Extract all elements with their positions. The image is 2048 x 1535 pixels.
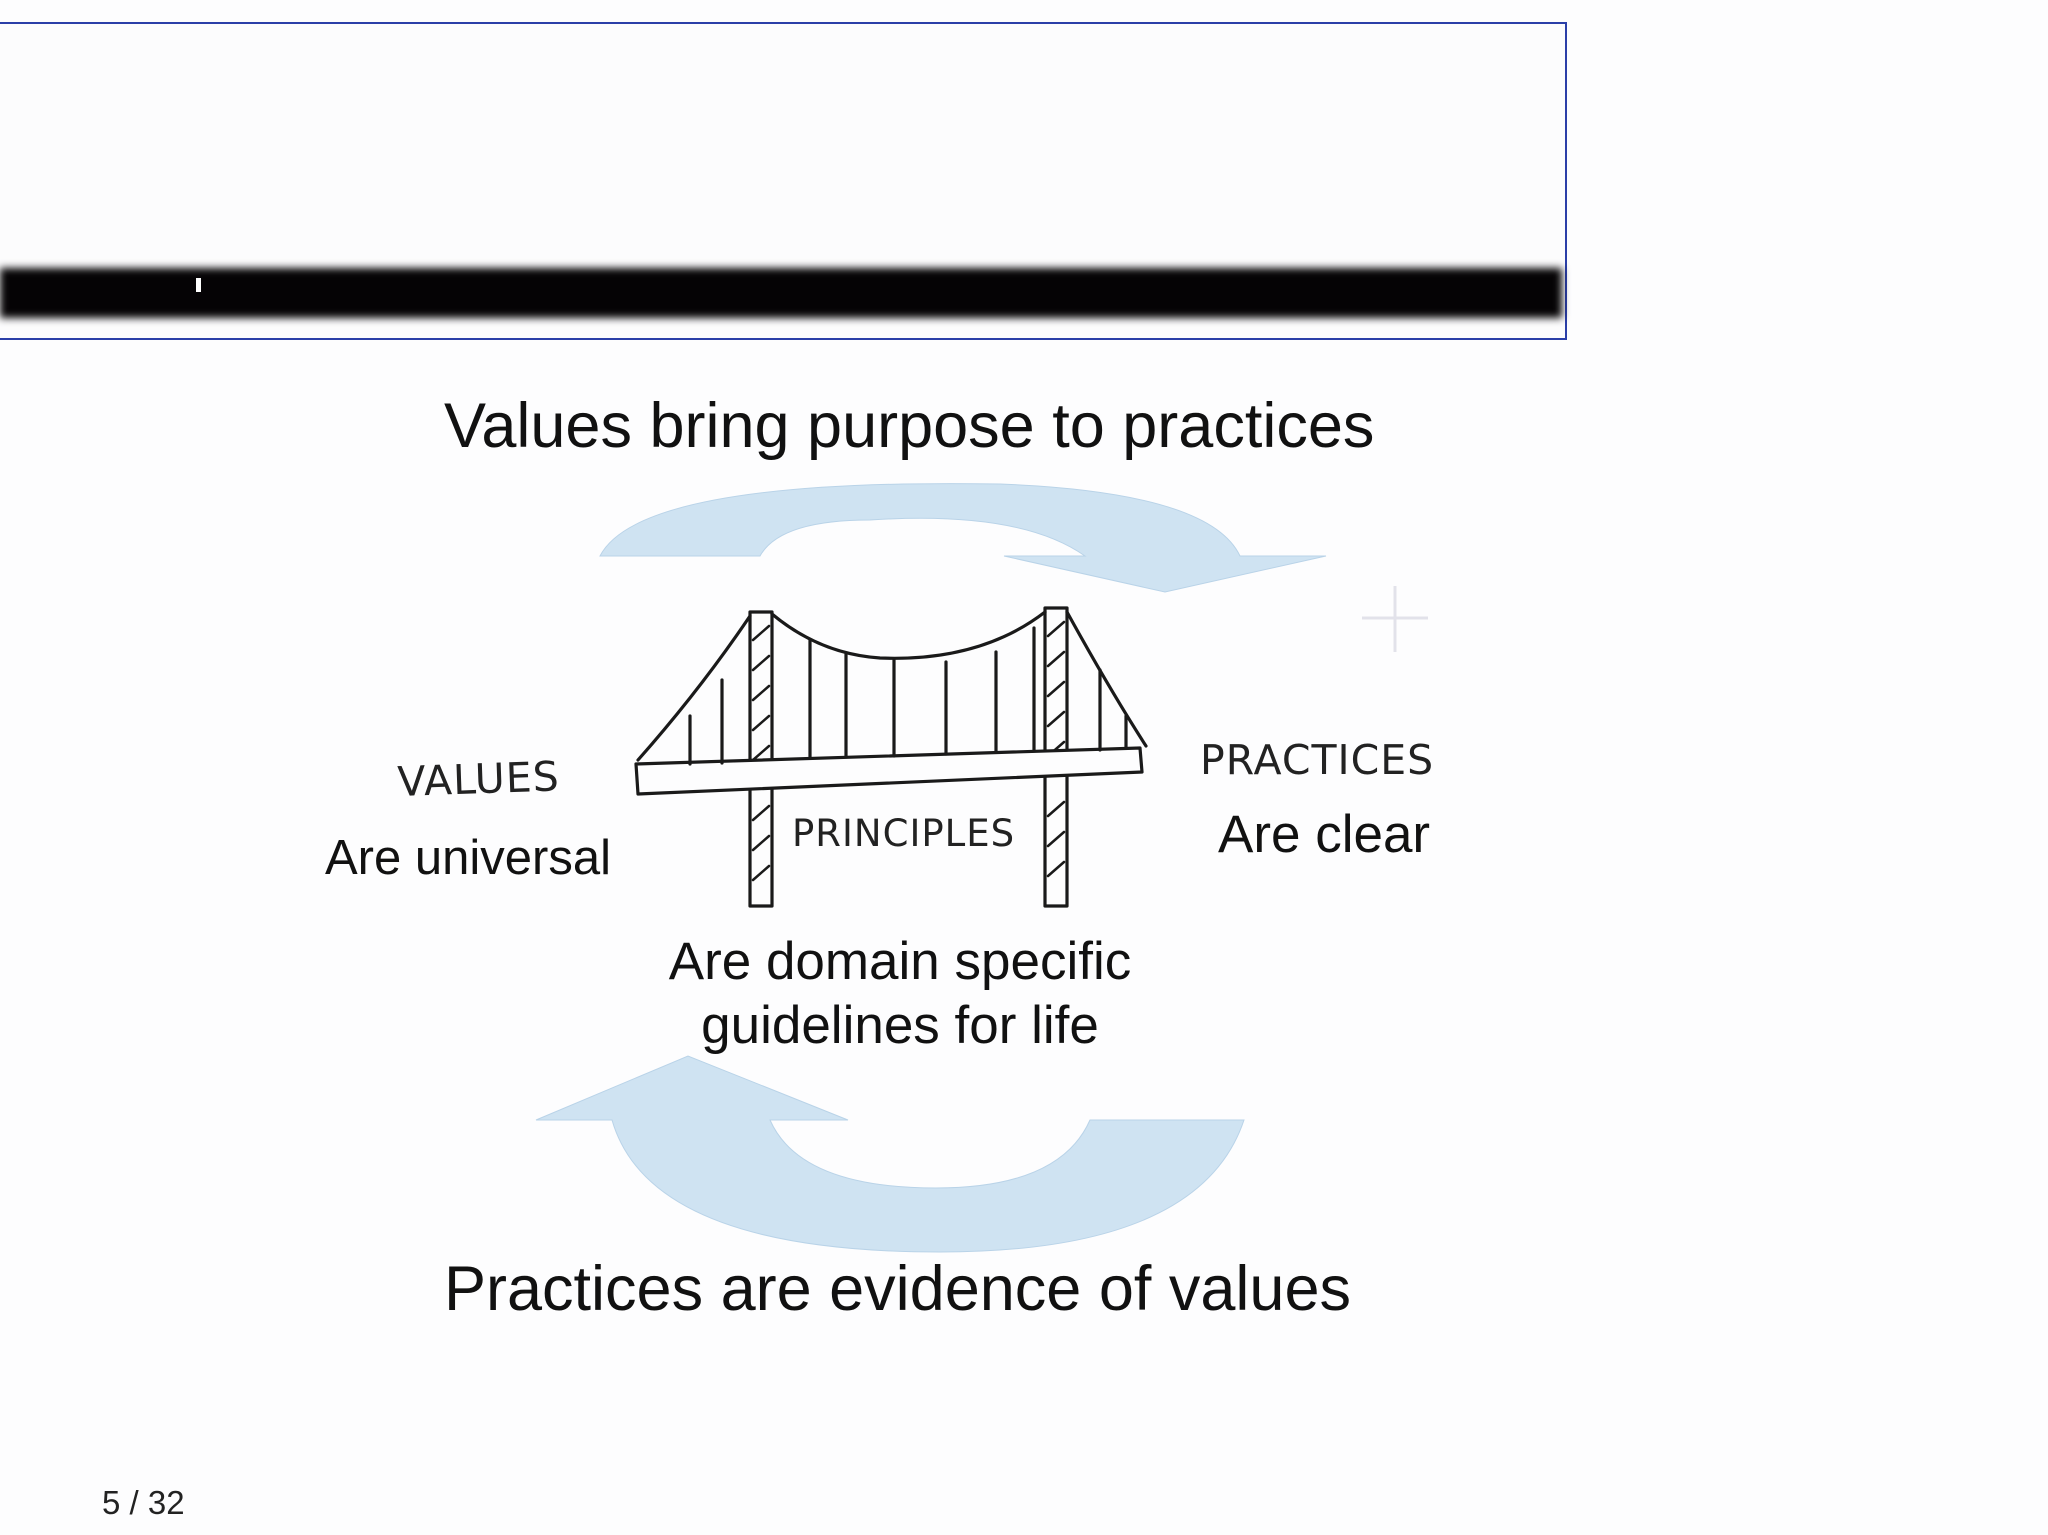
page-number: 5 / 32: [102, 1484, 185, 1521]
faint-cross-mark: [1362, 586, 1428, 652]
principles-description: Are domain specific guidelines for life: [600, 930, 1200, 1058]
principles-description-line-2: guidelines for life: [701, 996, 1099, 1055]
values-description: Are universal: [325, 831, 611, 885]
top-cycle-arrow: [599, 483, 1327, 593]
practices-description: Are clear: [1218, 805, 1431, 864]
bridge-sketch: [634, 606, 1148, 908]
bottom-cycle-arrow: [535, 1055, 1245, 1253]
title-bar: [0, 268, 1562, 318]
sketch-label-principles: PRINCIPLES: [792, 812, 1015, 855]
bridge-deck: [634, 746, 1144, 796]
bottom-caption: Practices are evidence of values: [444, 1254, 1351, 1324]
sketch-label-practices: PRACTICES: [1200, 736, 1434, 784]
title-bar-tick: [196, 278, 201, 292]
top-caption: Values bring purpose to practices: [444, 391, 1375, 461]
sketch-label-values: VALUES: [397, 752, 561, 806]
principles-description-line-1: Are domain specific: [668, 932, 1132, 991]
